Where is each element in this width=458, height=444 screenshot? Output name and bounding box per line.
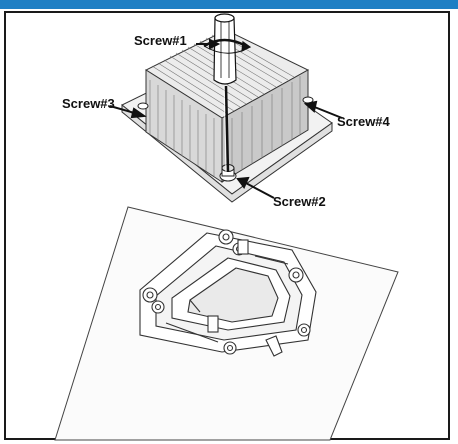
- label-screw-2: Screw#2: [273, 194, 326, 209]
- screwdriver-icon: [203, 13, 252, 173]
- cpu-socket: [139, 229, 317, 357]
- label-screw-1: Screw#1: [134, 33, 187, 48]
- label-arrows: [109, 38, 343, 199]
- header-accent-bar: [0, 0, 458, 9]
- label-screw-3: Screw#3: [62, 96, 115, 111]
- label-screw-4: Screw#4: [337, 114, 390, 129]
